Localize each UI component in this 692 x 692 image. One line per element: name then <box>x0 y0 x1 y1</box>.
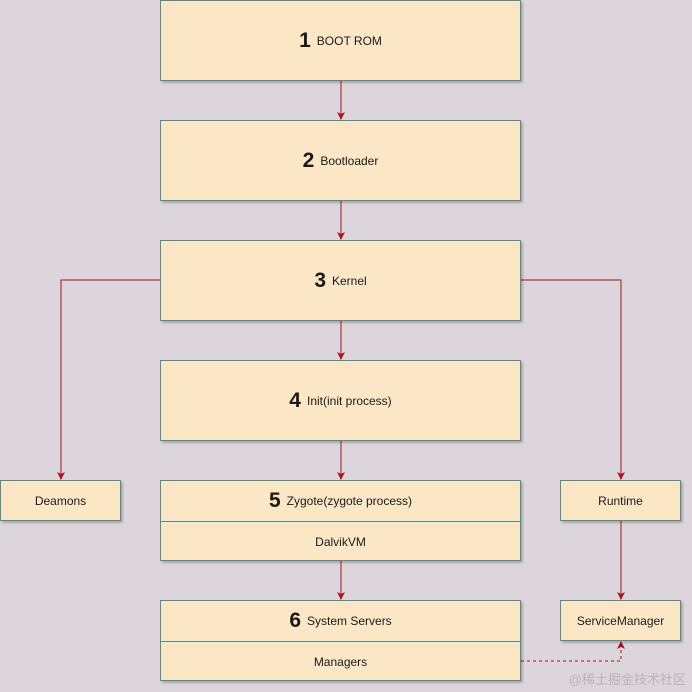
managers-label: Managers <box>313 654 368 669</box>
step-number: 6 <box>289 609 301 632</box>
service-manager-box: ServiceManager <box>560 600 681 641</box>
step-number: 5 <box>268 489 281 512</box>
init-box: 4 Init(init process) <box>160 360 521 441</box>
runtime-label: Runtime <box>598 493 643 508</box>
bootloader-box: 2 Bootloader <box>160 120 521 201</box>
bootloader-label: Bootloader <box>320 153 379 168</box>
zygote-label: Zygote(zygote process) <box>286 494 413 508</box>
step-number: 2 <box>302 148 315 172</box>
arrow-kernel-to-runtime <box>521 279 625 480</box>
zygote-header: 5 Zygote(zygote process) <box>161 481 520 521</box>
step-number: 3 <box>314 268 326 292</box>
system-servers-header: 6 System Servers <box>161 601 520 641</box>
system-servers-label: System Servers <box>307 614 392 628</box>
dashed-arrow-system-servers-to-service-manager <box>521 641 625 662</box>
boot-rom-box: 1 BOOT ROM <box>160 0 521 81</box>
system-servers-divider <box>161 641 520 642</box>
dalvikvm-label: DalvikVM <box>315 534 366 549</box>
kernel-box: 3 Kernel <box>160 240 521 321</box>
deamons-label: Deamons <box>34 493 87 508</box>
watermark: @稀土掘金技术社区 <box>568 672 686 687</box>
dalvikvm-row: DalvikVM <box>161 522 520 561</box>
zygote-divider <box>161 521 520 522</box>
managers-row: Managers <box>161 642 520 681</box>
arrow-kernel-to-deamons <box>57 279 160 480</box>
system-servers-box: 6 System Servers Managers <box>160 600 521 681</box>
kernel-label: Kernel <box>332 273 367 288</box>
step-number: 4 <box>289 388 301 412</box>
service-manager-label: ServiceManager <box>576 613 665 628</box>
zygote-box: 5 Zygote(zygote process) DalvikVM <box>160 480 521 561</box>
init-label: Init(init process) <box>306 393 392 408</box>
boot-rom-label: BOOT ROM <box>316 33 382 48</box>
deamons-box: Deamons <box>0 480 121 521</box>
step-number: 1 <box>299 28 311 52</box>
runtime-box: Runtime <box>560 480 681 521</box>
